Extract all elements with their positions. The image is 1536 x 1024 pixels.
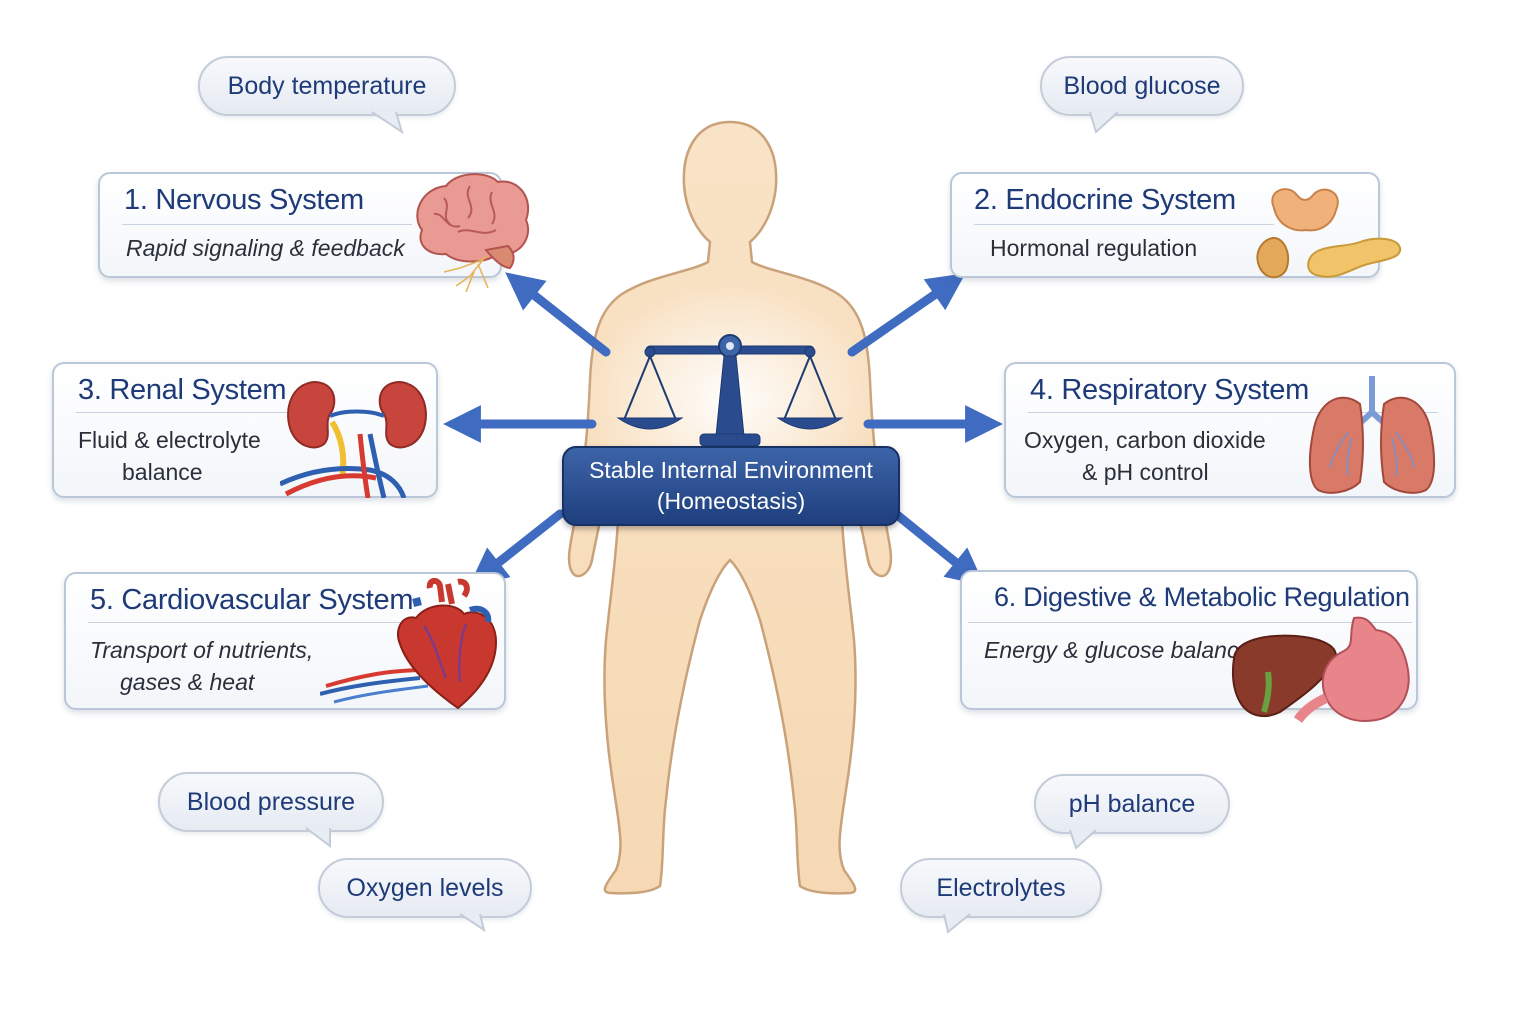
system-description: & pH control: [1082, 459, 1209, 485]
system-description: Fluid & electrolyte: [78, 427, 261, 453]
title-divider: [1028, 412, 1438, 413]
system-card-respiratory: 4. Respiratory System Oxygen, carbon dio…: [1004, 362, 1456, 498]
system-title: 1. Nervous System: [124, 184, 364, 216]
title-divider: [122, 224, 412, 225]
variable-label: Blood pressure: [186, 787, 356, 816]
title-divider: [88, 622, 406, 623]
system-description: Energy & glucose balance: [984, 637, 1252, 663]
system-card-digestive: 6. Digestive & Metabolic Regulation Ener…: [960, 570, 1418, 723]
title-divider: [968, 622, 1412, 623]
system-title: 2. Endocrine System: [974, 184, 1236, 216]
system-title: 5. Cardiovascular System: [90, 584, 414, 616]
variable-label: Body temperature: [227, 71, 427, 100]
balance-scale-icon: [616, 334, 844, 447]
system-title: 6. Digestive & Metabolic Regulation: [994, 582, 1410, 612]
thyroid-pancreas-icon: [1256, 188, 1402, 279]
variable-label: pH balance: [1068, 789, 1196, 818]
variable-bubble-blood-glucose: Blood glucose: [1040, 56, 1244, 116]
arrows: [443, 272, 1003, 586]
system-description: balance: [122, 459, 203, 485]
title-divider: [974, 224, 1274, 225]
homeostasis-banner: Stable Internal Environment (Homeostasis…: [562, 446, 900, 526]
brain-icon: [416, 173, 529, 292]
system-card-renal: 3. Renal System Fluid & electrolyte bala…: [52, 362, 438, 498]
kidney-icon: [280, 380, 427, 498]
system-card-endocrine: 2. Endocrine System Hormonal regulation: [950, 172, 1402, 279]
banner-line-2: (Homeostasis): [656, 488, 806, 514]
system-description: Rapid signaling & feedback: [126, 235, 405, 261]
variable-bubble-body-temperature: Body temperature: [198, 56, 456, 116]
system-title: 4. Respiratory System: [1030, 374, 1309, 406]
system-card-cardiovascular: 5. Cardiovascular System Transport of nu…: [64, 572, 506, 710]
system-description: gases & heat: [120, 669, 255, 695]
heart-icon: [320, 578, 498, 710]
system-description: Hormonal regulation: [990, 235, 1198, 261]
lungs-icon: [1308, 376, 1436, 494]
system-card-nervous: 1. Nervous System Rapid signaling & feed…: [98, 172, 529, 292]
system-description: Transport of nutrients,: [90, 637, 314, 663]
variable-bubble-ph-balance: pH balance: [1034, 774, 1230, 834]
system-description: Oxygen, carbon dioxide: [1024, 427, 1266, 453]
variable-bubble-electrolytes: Electrolytes: [900, 858, 1102, 918]
variable-label: Oxygen levels: [346, 873, 504, 902]
banner-line-1: Stable Internal Environment: [589, 457, 873, 483]
arrow-to-endocrine: [847, 273, 966, 357]
arrow-to-nervous: [505, 272, 611, 357]
variable-label: Electrolytes: [936, 873, 1066, 902]
title-divider: [76, 412, 302, 413]
variable-bubble-blood-pressure: Blood pressure: [158, 772, 384, 832]
stomach-liver-icon: [1231, 616, 1410, 723]
system-title: 3. Renal System: [78, 374, 287, 406]
variable-bubble-oxygen-levels: Oxygen levels: [318, 858, 532, 918]
arrow-to-cardiovascular: [469, 509, 565, 586]
variable-label: Blood glucose: [1063, 71, 1221, 100]
arrow-to-digestive: [891, 509, 985, 586]
